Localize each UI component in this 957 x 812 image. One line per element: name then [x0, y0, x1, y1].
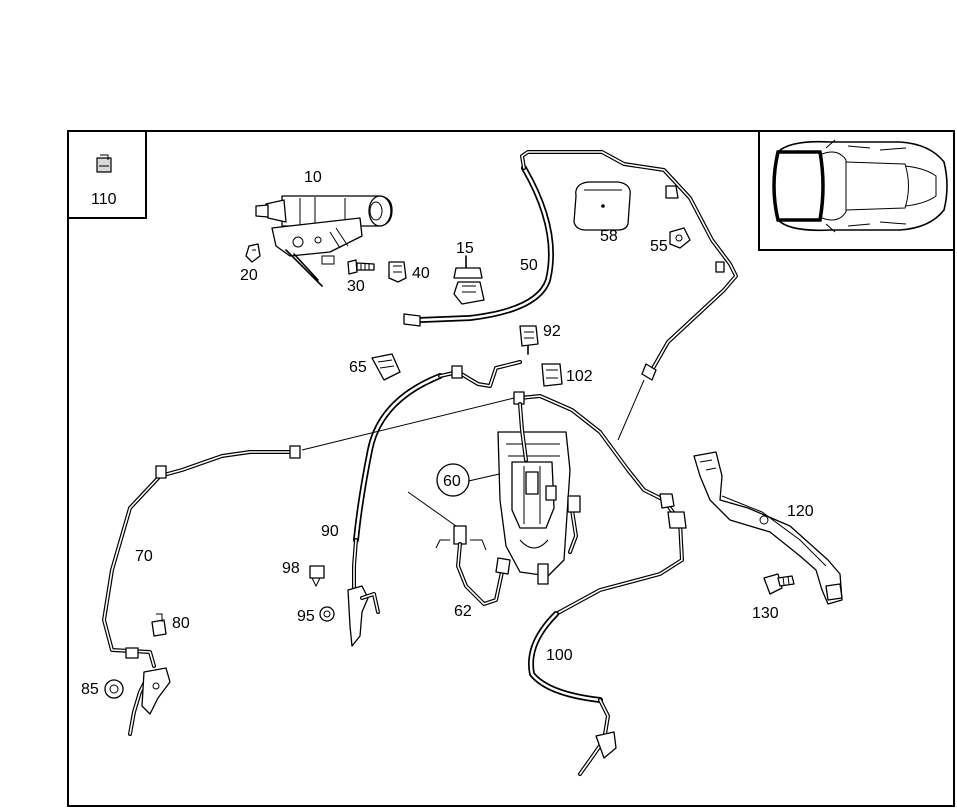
label-62: 62	[454, 603, 472, 620]
car-locator-inset	[758, 130, 955, 251]
part-50-hose	[403, 165, 554, 327]
diagram-frame	[67, 130, 955, 807]
part-65-clip	[371, 353, 401, 381]
label-92: 92	[543, 323, 561, 340]
part-55-clip	[669, 227, 691, 249]
label-20: 20	[240, 267, 258, 284]
part-58-pad	[573, 181, 631, 231]
inset-box-110: 110	[67, 130, 147, 219]
part-92-clip	[519, 325, 539, 355]
label-60: 60	[443, 473, 461, 490]
label-15: 15	[456, 240, 474, 257]
part-80-stud	[151, 613, 167, 637]
label-58: 58	[600, 228, 618, 245]
part-15-holder	[453, 255, 485, 305]
part-20-clip	[245, 243, 261, 263]
label-120: 120	[787, 503, 814, 520]
part-30-bolt	[347, 259, 375, 275]
callout-60-circle	[436, 463, 470, 497]
valve-block	[497, 431, 571, 585]
label-85: 85	[81, 681, 99, 698]
part-100-pipe	[513, 391, 687, 776]
label-40: 40	[412, 265, 430, 282]
part-120-bracket	[693, 451, 843, 605]
part-130-bolt	[763, 573, 795, 595]
return-pipe-top	[520, 150, 738, 381]
part-85-nut	[104, 679, 124, 699]
label-55: 55	[650, 238, 668, 255]
part-102-clip	[541, 363, 563, 387]
clip-icon	[96, 154, 112, 173]
label-50: 50	[520, 257, 538, 274]
part-62-pipe	[435, 525, 511, 606]
car-top-view-icon	[772, 139, 948, 233]
leader-lines	[301, 379, 645, 527]
label-90: 90	[321, 523, 339, 540]
label-30: 30	[347, 278, 365, 295]
label-10: 10	[304, 169, 322, 186]
part-98-screw	[309, 565, 325, 588]
part-10-reservoir	[255, 195, 393, 287]
label-110: 110	[91, 191, 117, 208]
label-100: 100	[546, 647, 573, 664]
part-95-nut	[319, 606, 335, 622]
label-95: 95	[297, 608, 315, 625]
label-70: 70	[135, 548, 153, 565]
label-98: 98	[282, 560, 300, 577]
label-80: 80	[172, 615, 190, 632]
part-70-pipe	[102, 445, 301, 736]
label-102: 102	[566, 368, 593, 385]
part-90-hose	[347, 360, 522, 647]
label-130: 130	[752, 605, 779, 622]
part-40-clip	[388, 261, 407, 283]
label-65: 65	[349, 359, 367, 376]
